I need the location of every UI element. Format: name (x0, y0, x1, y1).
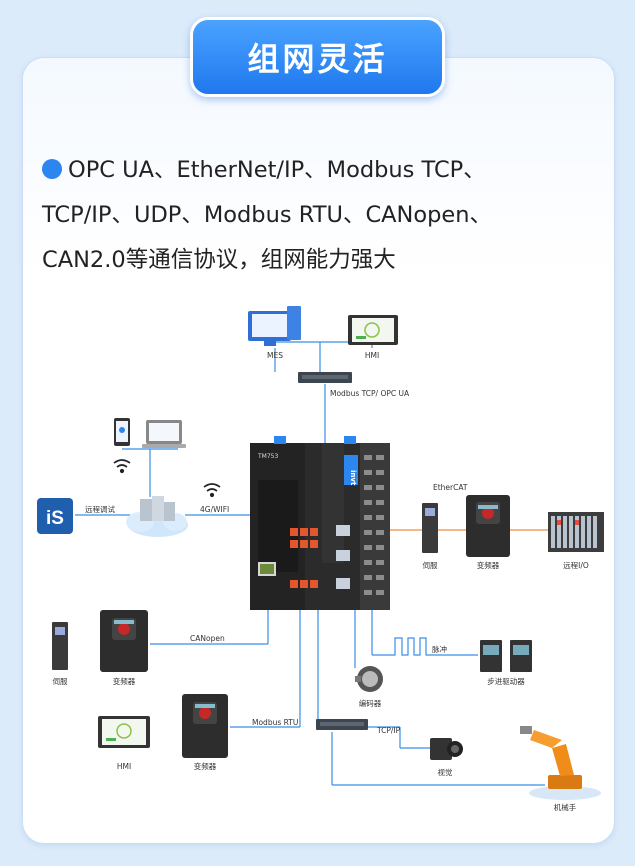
robot-label: 机械手 (554, 802, 577, 812)
is-software-logo: iS (37, 498, 73, 534)
description-line-2: TCP/IP、UDP、Modbus RTU、CANopen、 (42, 202, 493, 228)
remote-io-label: 远程I/O (563, 561, 589, 570)
mes-label: MES (267, 351, 283, 360)
encoder-icon (355, 666, 383, 692)
wifi-4g-label: 4G/WIFI (200, 505, 229, 514)
wifi-left-icon (113, 459, 131, 474)
description-line-1: OPC UA、EtherNet/IP、Modbus TCP、 (42, 148, 582, 193)
modbus-rtu-label: Modbus RTU (252, 718, 298, 727)
svg-text:TM753: TM753 (257, 453, 278, 460)
vfd-left-label: 变频器 (113, 676, 136, 686)
vfd-left-icon (100, 610, 148, 672)
modbus-tcp-opc-label: Modbus TCP/ OPC UA (330, 389, 410, 398)
svg-text:iS: iS (46, 508, 64, 529)
stepper-label: 步进驱动器 (487, 676, 525, 686)
canopen-label: CANopen (190, 634, 225, 643)
mes-computer-icon (248, 306, 301, 346)
servo-right-label: 伺服 (423, 560, 438, 570)
vfd-bottom-icon (182, 694, 228, 758)
protocol-description: OPC UA、EtherNet/IP、Modbus TCP、 TCP/IP、UD… (42, 148, 582, 283)
hmi-bottom-label: HMI (117, 762, 131, 771)
vfd-right-label: 变频器 (477, 560, 500, 570)
svg-text:invt: invt (349, 470, 357, 486)
description-line-3: CAN2.0等通信协议，组网能力强大 (42, 247, 396, 273)
bullet-dot-icon (42, 159, 62, 179)
wifi-right-icon (203, 483, 221, 498)
ethercat-label: EtherCAT (433, 483, 468, 492)
hmi-top-icon (348, 315, 398, 345)
remote-io-icon (548, 512, 604, 552)
hmi-top-label: HMI (365, 351, 379, 360)
vision-camera-icon (430, 738, 463, 760)
vfd-bottom-label: 变频器 (194, 761, 217, 771)
connection-lines (75, 341, 545, 786)
network-switch-top-icon (298, 372, 352, 383)
network-switch-bottom-icon (316, 719, 368, 730)
hmi-bottom-icon (98, 716, 150, 748)
vision-label: 视觉 (438, 767, 453, 777)
vfd-right-icon (466, 495, 510, 557)
phone-icon (114, 418, 130, 446)
laptop-icon (142, 420, 186, 448)
plc-controller: TM753 invt (250, 436, 390, 610)
servo-left-icon (52, 622, 68, 670)
cloud-server-icon (126, 496, 188, 537)
page-title: 组网灵活 (190, 17, 445, 97)
tcpip-label: TCP/IP (376, 726, 401, 735)
remote-debug-label: 远程调试 (85, 504, 115, 514)
robot-arm-icon (520, 726, 601, 800)
servo-left-label: 伺服 (53, 676, 68, 686)
pulse-label: 脉冲 (432, 644, 447, 654)
stepper-driver-icon (480, 640, 532, 672)
servo-right-icon (422, 503, 438, 553)
encoder-label: 编码器 (359, 698, 382, 708)
